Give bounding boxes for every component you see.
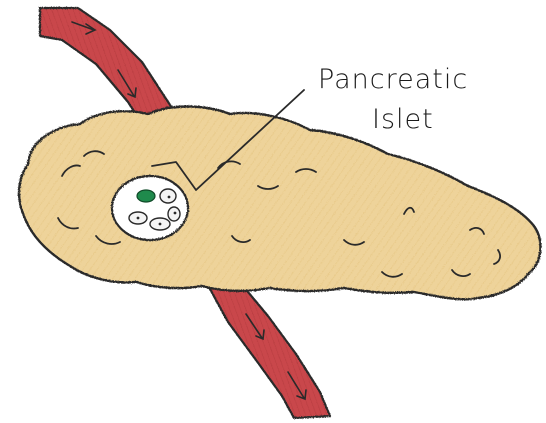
pancreas-body — [19, 107, 540, 300]
vessel-body-lower — [204, 278, 330, 418]
islet-cell-green — [137, 190, 155, 202]
islet-label: Pancreatic Islet — [318, 64, 468, 135]
label-line-1: Pancreatic — [318, 64, 468, 95]
islet-cell — [168, 207, 180, 221]
islet-cell — [160, 189, 176, 203]
pancreas — [19, 107, 540, 300]
blood-vessel-lower — [204, 278, 330, 418]
label-line-2: Islet — [372, 104, 434, 135]
